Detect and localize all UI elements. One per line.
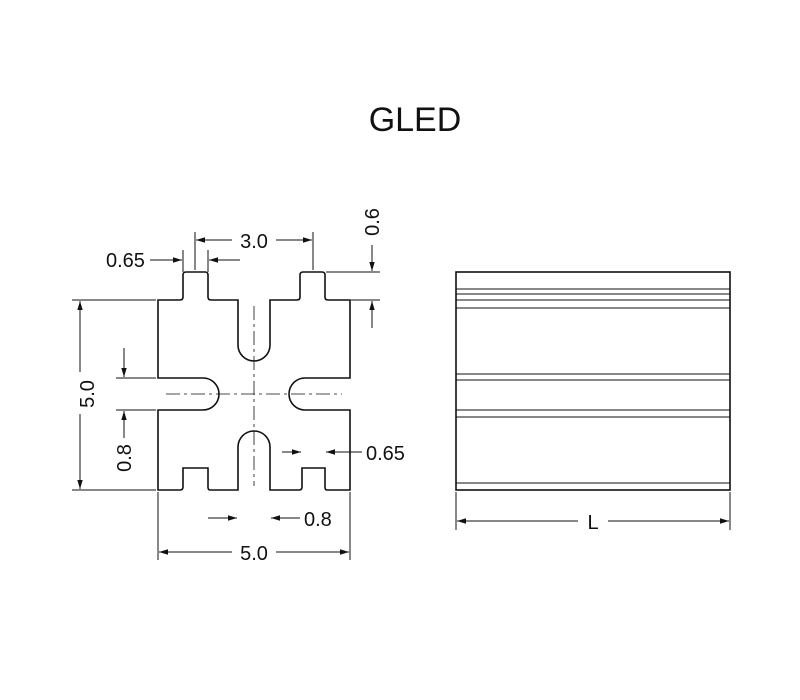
- dimension-label-slot-left: 0.8: [114, 444, 136, 472]
- drawing-title: GLED: [369, 101, 462, 139]
- side-view-outline: [455, 271, 731, 491]
- dimension-label-tab-width: 0.65: [106, 250, 145, 272]
- dimension-label-length: L: [587, 512, 598, 534]
- dimension-label-height: 5.0: [77, 380, 99, 408]
- dimension-label-tab-height: 0.6: [362, 208, 384, 236]
- dimension-label-width: 5.0: [240, 543, 268, 565]
- dimension-label-top-width: 3.0: [240, 231, 268, 253]
- side-view: L: [455, 271, 731, 534]
- dimension-label-foot-right: 0.65: [366, 443, 405, 465]
- cross-section-view: 3.0 0.65 0.6 5.0 0.8 0.65 0.8: [72, 208, 405, 565]
- profile-outline: [157, 271, 351, 491]
- dimension-label-slot-bottom: 0.8: [304, 509, 332, 531]
